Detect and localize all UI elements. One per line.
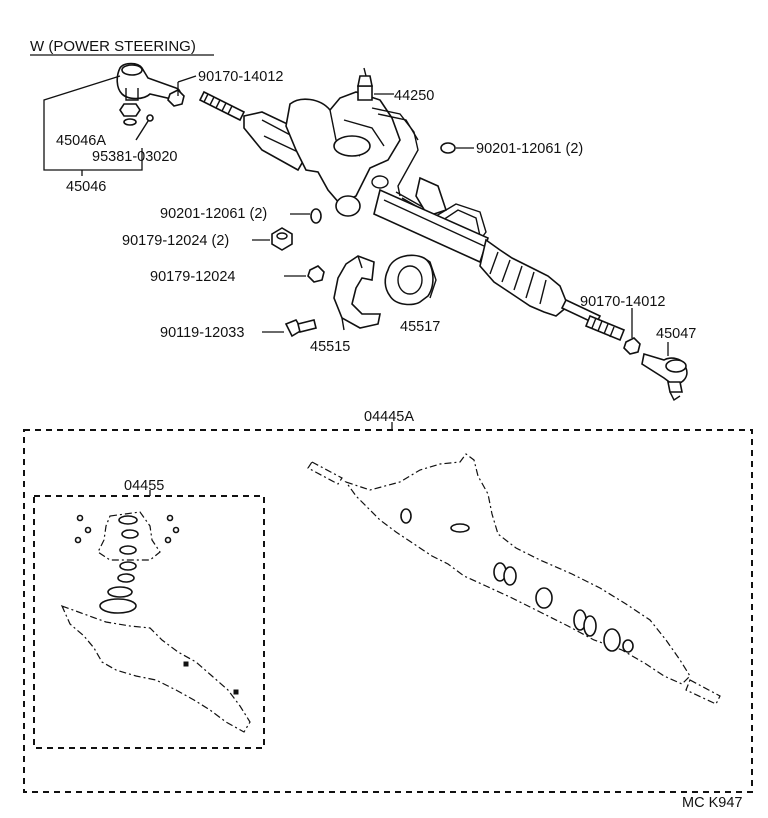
label-90170-14012-right: 90170-14012 xyxy=(580,294,665,310)
bolt-90119-12033 xyxy=(284,319,317,338)
nut-90179-12024-two xyxy=(271,227,293,251)
kit-ring-7 xyxy=(622,639,634,653)
nut-90179-12024 xyxy=(307,265,325,283)
kit-box-04455 xyxy=(33,495,265,749)
label-90170-14012-top: 90170-14012 xyxy=(198,69,283,85)
kit-ring-6 xyxy=(603,628,621,652)
tie-rod-end-right xyxy=(641,352,688,402)
label-04445A: 04445A xyxy=(364,409,414,425)
kit-valve-outline xyxy=(60,511,251,733)
kit-rack-outline xyxy=(307,453,721,705)
grommet-45517 xyxy=(384,254,437,306)
steering-rack-assembly xyxy=(198,67,626,342)
kit-04455-oring xyxy=(99,598,137,614)
kit-ring-3 xyxy=(535,587,553,609)
label-90119-12033: 90119-12033 xyxy=(160,325,244,341)
washer-left xyxy=(310,208,322,224)
label-44250: 44250 xyxy=(394,88,434,104)
label-90179-12024: 90179-12024 xyxy=(150,269,235,285)
bracket-45515 xyxy=(333,255,381,331)
label-45047: 45047 xyxy=(656,326,696,342)
kit-ring-2 xyxy=(503,566,517,586)
label-90179-12024-two: 90179-12024 (2) xyxy=(122,233,229,249)
cotter-pin-95381-03020 xyxy=(135,114,154,141)
label-45046: 45046 xyxy=(66,179,106,195)
castle-nut-45046A xyxy=(119,103,141,126)
bracket-45046 xyxy=(43,75,143,171)
lock-nut-right xyxy=(623,337,641,355)
label-45515: 45515 xyxy=(310,339,350,355)
diagram-title: W (POWER STEERING) xyxy=(30,38,196,55)
label-95381-03020: 95381-03020 xyxy=(92,149,177,165)
label-45046A: 45046A xyxy=(56,133,106,149)
washer-right xyxy=(440,142,456,154)
label-04455: 04455 xyxy=(124,478,164,494)
kit-seal-1 xyxy=(400,508,412,524)
label-90201-12061-right: 90201-12061 (2) xyxy=(476,141,583,157)
footer-code: MC K947 xyxy=(682,795,742,811)
kit-box-04445A xyxy=(23,429,753,793)
tie-rod-end-left xyxy=(116,62,182,101)
label-90201-12061-left: 90201-12061 (2) xyxy=(160,206,267,222)
label-45517: 45517 xyxy=(400,319,440,335)
kit-ring-5 xyxy=(583,615,597,637)
kit-seal-2 xyxy=(450,523,470,533)
